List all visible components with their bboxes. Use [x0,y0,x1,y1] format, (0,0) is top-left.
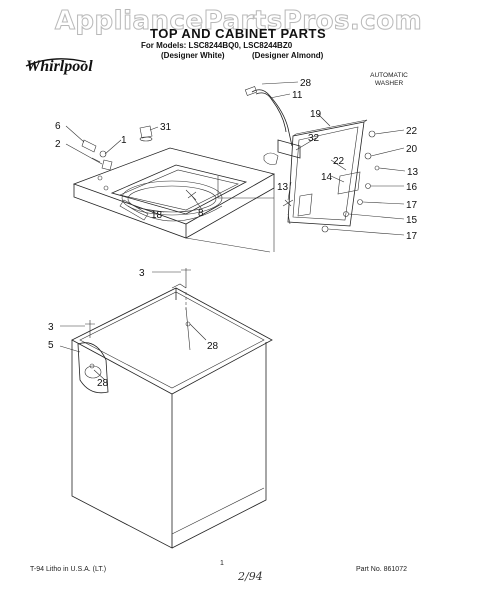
product-line-1: AUTOMATIC [370,72,408,79]
label-part-8: 8 [198,208,204,219]
lid-hardware [282,130,380,233]
projection-line [217,176,274,199]
top-hardware [81,125,153,171]
label-part-3: 3 [48,322,54,333]
label-part-22: 22 [406,126,418,137]
handwritten-date: 2/94 [238,570,263,583]
variant-almond: (Designer Almond) [252,51,324,60]
label-part-28: 28 [300,78,312,89]
corner-brace [77,342,109,394]
site-watermark: AppliancePartsPros.com [54,6,423,37]
leader-lines [59,81,406,381]
washer-lid [287,119,368,227]
footer-page-number: 1 [220,560,224,567]
label-part-13: 13 [277,182,289,193]
label-part-6: 6 [55,121,61,132]
washer-top [72,147,276,239]
label-part-17: 17 [406,200,418,211]
label-part-32: 32 [308,133,320,144]
label-part-28: 28 [207,341,219,352]
label-part-20: 20 [406,144,418,155]
product-type: AUTOMATIC WASHER [354,72,424,88]
diagram-title: TOP AND CABINET PARTS [150,26,327,41]
label-part-15: 15 [406,215,418,226]
label-part-31: 31 [160,122,172,133]
label-part-18: 18 [151,210,163,221]
washer-cabinet [71,283,273,549]
footer-litho-note: T-94 Litho in U.S.A. (LT.) [30,566,107,573]
label-part-3: 3 [139,268,145,279]
lid-switch-harness [244,86,301,165]
brand-logo: Whirlpool [26,58,93,75]
variant-white: (Designer White) [161,51,225,60]
label-part-16: 16 [406,182,418,193]
label-part-22: 22 [333,156,345,167]
screw-3-left [85,320,95,338]
bracket-18 [119,199,149,221]
brand-logo-swoosh [25,58,87,67]
footer-part-number: Part No. 861072 [356,566,407,573]
product-line-2: WASHER [374,80,404,87]
label-part-14: 14 [321,172,333,183]
label-part-28: 28 [97,378,109,389]
label-part-2: 2 [55,139,61,150]
label-part-5: 5 [48,340,54,351]
screw-3-top [181,268,191,288]
projection-line [185,237,271,253]
label-part-19: 19 [310,109,322,120]
label-part-11: 11 [292,90,303,101]
part-number-labels: 28 11 19 22 20 32 22 13 14 13 16 17 15 1… [48,78,419,389]
label-part-13: 13 [407,167,419,178]
screw-8 [185,189,197,201]
label-part-17: 17 [406,231,418,242]
model-numbers: For Models: LSC8244BQ0, LSC8244BZ0 [141,41,293,50]
label-part-1: 1 [121,135,127,146]
